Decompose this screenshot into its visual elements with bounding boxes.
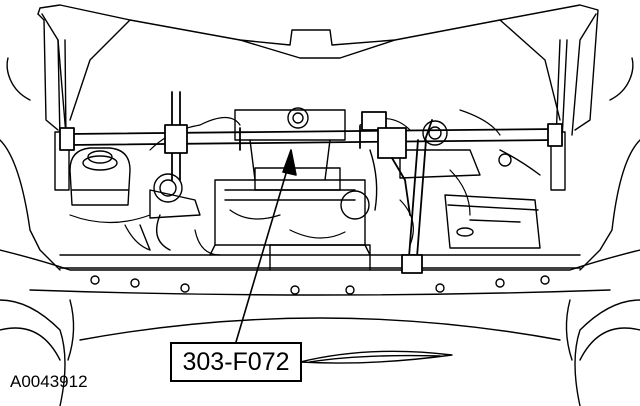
callout-leader [235,149,297,343]
headlight-recesses [67,299,573,361]
alternator [139,173,201,251]
body-outline [0,57,640,406]
battery [444,194,541,249]
front-grille [299,350,453,364]
raised-hood [37,4,599,136]
tool-label: 303-F072 [182,347,290,376]
tool-label-callout: 303-F072 [170,342,302,382]
figure-id: A0043912 [10,372,88,391]
engine-block [209,107,371,256]
engine-support-bar-tool [59,91,563,274]
coolant-reservoir [69,147,131,206]
misc-components-right [340,120,541,220]
